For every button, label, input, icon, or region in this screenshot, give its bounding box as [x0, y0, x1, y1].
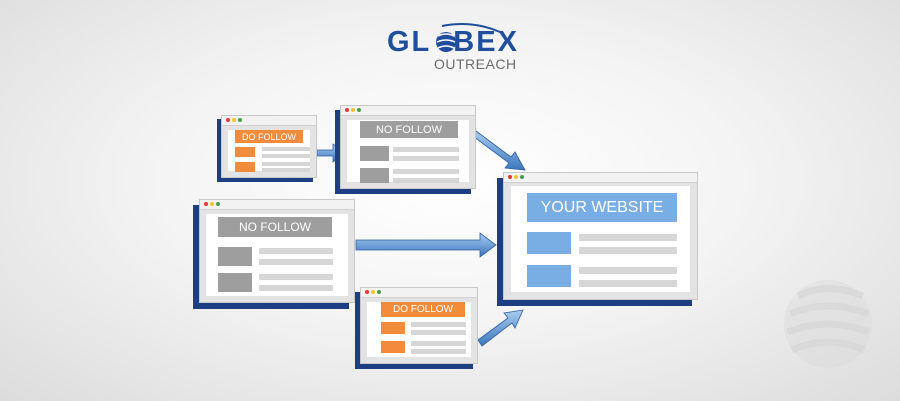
do-follow-window-bottom: DO FOLLOW [355, 287, 478, 369]
arrow-right-icon [473, 130, 526, 171]
no-follow-window-middle: NO FOLLOW [193, 199, 355, 309]
your-website-window: YOUR WEBSITE [497, 172, 698, 306]
arrow-right-icon [477, 309, 524, 347]
logo-globe-icon [436, 23, 501, 52]
no-follow-label: NO FOLLOW [360, 121, 458, 138]
globe-icon [784, 280, 872, 368]
no-follow-label: NO FOLLOW [218, 217, 332, 237]
do-follow-label: DO FOLLOW [381, 302, 465, 317]
your-website-label: YOUR WEBSITE [527, 193, 677, 222]
logo-subtitle: OUTREACH [434, 56, 517, 72]
arrow-right-icon [355, 232, 497, 258]
no-follow-window-top: NO FOLLOW [335, 105, 476, 194]
do-follow-window-top: DO FOLLOW [217, 115, 317, 182]
do-follow-label: DO FOLLOW [235, 130, 303, 143]
